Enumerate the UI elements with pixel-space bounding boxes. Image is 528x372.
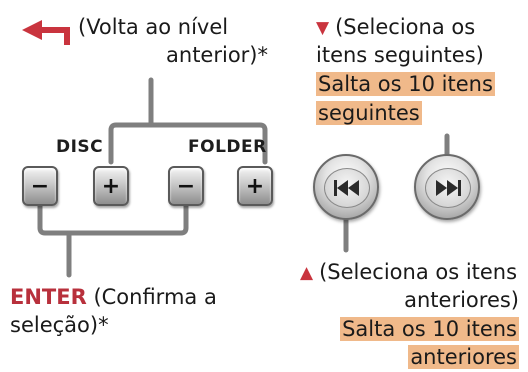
prev-text-line2: anteriores)	[404, 288, 519, 312]
disc-plus-button[interactable]: +	[93, 166, 129, 206]
prev-text-line1-label: (Seleciona os itens	[319, 260, 518, 284]
enter-text-line1: ENTER (Confirma a	[10, 283, 217, 311]
minus-bracket	[37, 202, 189, 236]
enter-key-label: ENTER	[10, 285, 87, 309]
up-triangle-icon: ▲	[300, 263, 314, 283]
plus-bracket	[108, 122, 268, 165]
skip-back-icon	[334, 180, 359, 196]
prev-highlight-text1: Salta os 10 itens	[340, 317, 519, 341]
folder-plus-button[interactable]: +	[237, 166, 273, 206]
back-text-line1: (Volta ao nível	[78, 15, 229, 39]
folder-label: FOLDER	[188, 137, 267, 157]
next-highlight-text1: Salta os 10 itens	[316, 72, 495, 96]
next-highlight-text2: seguintes	[316, 101, 422, 125]
enter-text-rest: (Confirma a	[86, 285, 217, 309]
enter-text-line2: seleção)*	[10, 313, 109, 337]
prev-highlight-text2: anteriores	[408, 345, 519, 369]
next-text-line1: ▼(Seleciona os	[316, 13, 475, 43]
next-text-line1-label: (Seleciona os	[335, 15, 476, 39]
next-highlight-line2: seguintes	[316, 99, 422, 127]
skip-previous-button[interactable]	[313, 154, 379, 220]
back-arrow-icon	[22, 20, 70, 45]
disc-minus-button[interactable]: −	[22, 166, 58, 206]
skip-next-button[interactable]	[414, 154, 480, 220]
next-highlight-line1: Salta os 10 itens	[316, 70, 495, 98]
folder-minus-button[interactable]: −	[168, 166, 204, 206]
back-text-line2: anterior)*	[166, 43, 268, 67]
prev-highlight-line2: anteriores	[408, 343, 519, 371]
skip-forward-icon	[436, 180, 461, 196]
prev-highlight-line1: Salta os 10 itens	[340, 315, 519, 343]
down-triangle-icon: ▼	[316, 18, 330, 38]
next-text-line2: itens seguintes)	[316, 43, 484, 67]
disc-label: DISC	[56, 137, 104, 157]
prev-text-line1: ▲(Seleciona os itens	[300, 258, 517, 288]
